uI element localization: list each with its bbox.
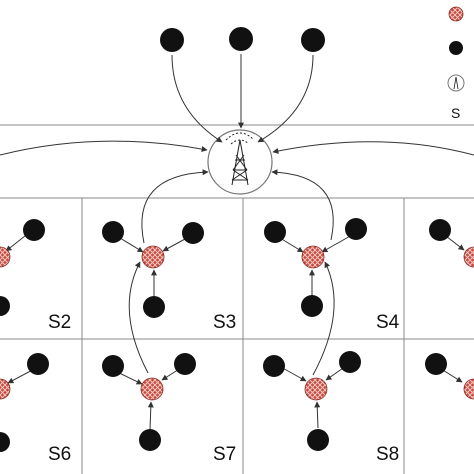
base-station-icon <box>447 74 465 92</box>
sensor-nodes <box>0 27 451 452</box>
sensor-node-icon <box>307 429 329 451</box>
cluster-head-node-icon <box>448 6 464 22</box>
legend-label-s: S <box>451 105 460 121</box>
sensor-node-icon <box>102 221 124 243</box>
cluster-heads <box>0 245 474 401</box>
sensor-node-icon <box>345 218 367 240</box>
sensor-node-icon <box>102 355 124 377</box>
cluster-head-node-icon <box>140 377 164 401</box>
cluster-head-node-icon <box>304 377 328 401</box>
sensor-node-icon <box>182 222 204 244</box>
sensor-node-icon <box>301 295 323 317</box>
segment-label-s6: S6 <box>48 444 71 465</box>
cluster-head-node-icon <box>463 246 474 268</box>
sensor-node-icon <box>0 432 10 452</box>
sensor-node-icon <box>160 28 184 52</box>
sensor-node-icon <box>339 351 361 373</box>
sensor-node-icon <box>229 27 253 51</box>
uplink-arrows <box>0 54 474 376</box>
segment-label-s8: S8 <box>376 444 399 465</box>
segment-label-s2: S2 <box>48 312 71 333</box>
cluster-head-node-icon <box>463 378 474 400</box>
base-station-icon <box>207 129 273 195</box>
sensor-node-icon <box>23 219 45 241</box>
legend: S <box>447 6 465 121</box>
sensor-node-icon <box>264 221 286 243</box>
sensor-node-icon <box>27 353 49 375</box>
sensor-node-icon <box>143 296 165 318</box>
segment-grid <box>0 124 474 474</box>
sensor-node-icon <box>174 353 196 375</box>
sensor-node-icon <box>429 219 451 241</box>
cluster-head-node-icon <box>301 245 325 269</box>
cluster-head-node-icon <box>0 246 11 268</box>
sensor-node-icon <box>425 353 447 375</box>
sensor-node-icon <box>0 296 10 316</box>
segment-label-s7: S7 <box>213 444 236 465</box>
sensor-node-icon <box>263 355 285 377</box>
sensor-node-icon <box>139 429 161 451</box>
cluster-head-node-icon <box>0 378 11 400</box>
cluster-head-node-icon <box>141 245 165 269</box>
segment-label-s4: S4 <box>376 312 400 333</box>
sensor-node-icon <box>301 28 325 52</box>
sensor-node-icon <box>449 41 463 55</box>
segment-label-s3: S3 <box>213 312 236 333</box>
